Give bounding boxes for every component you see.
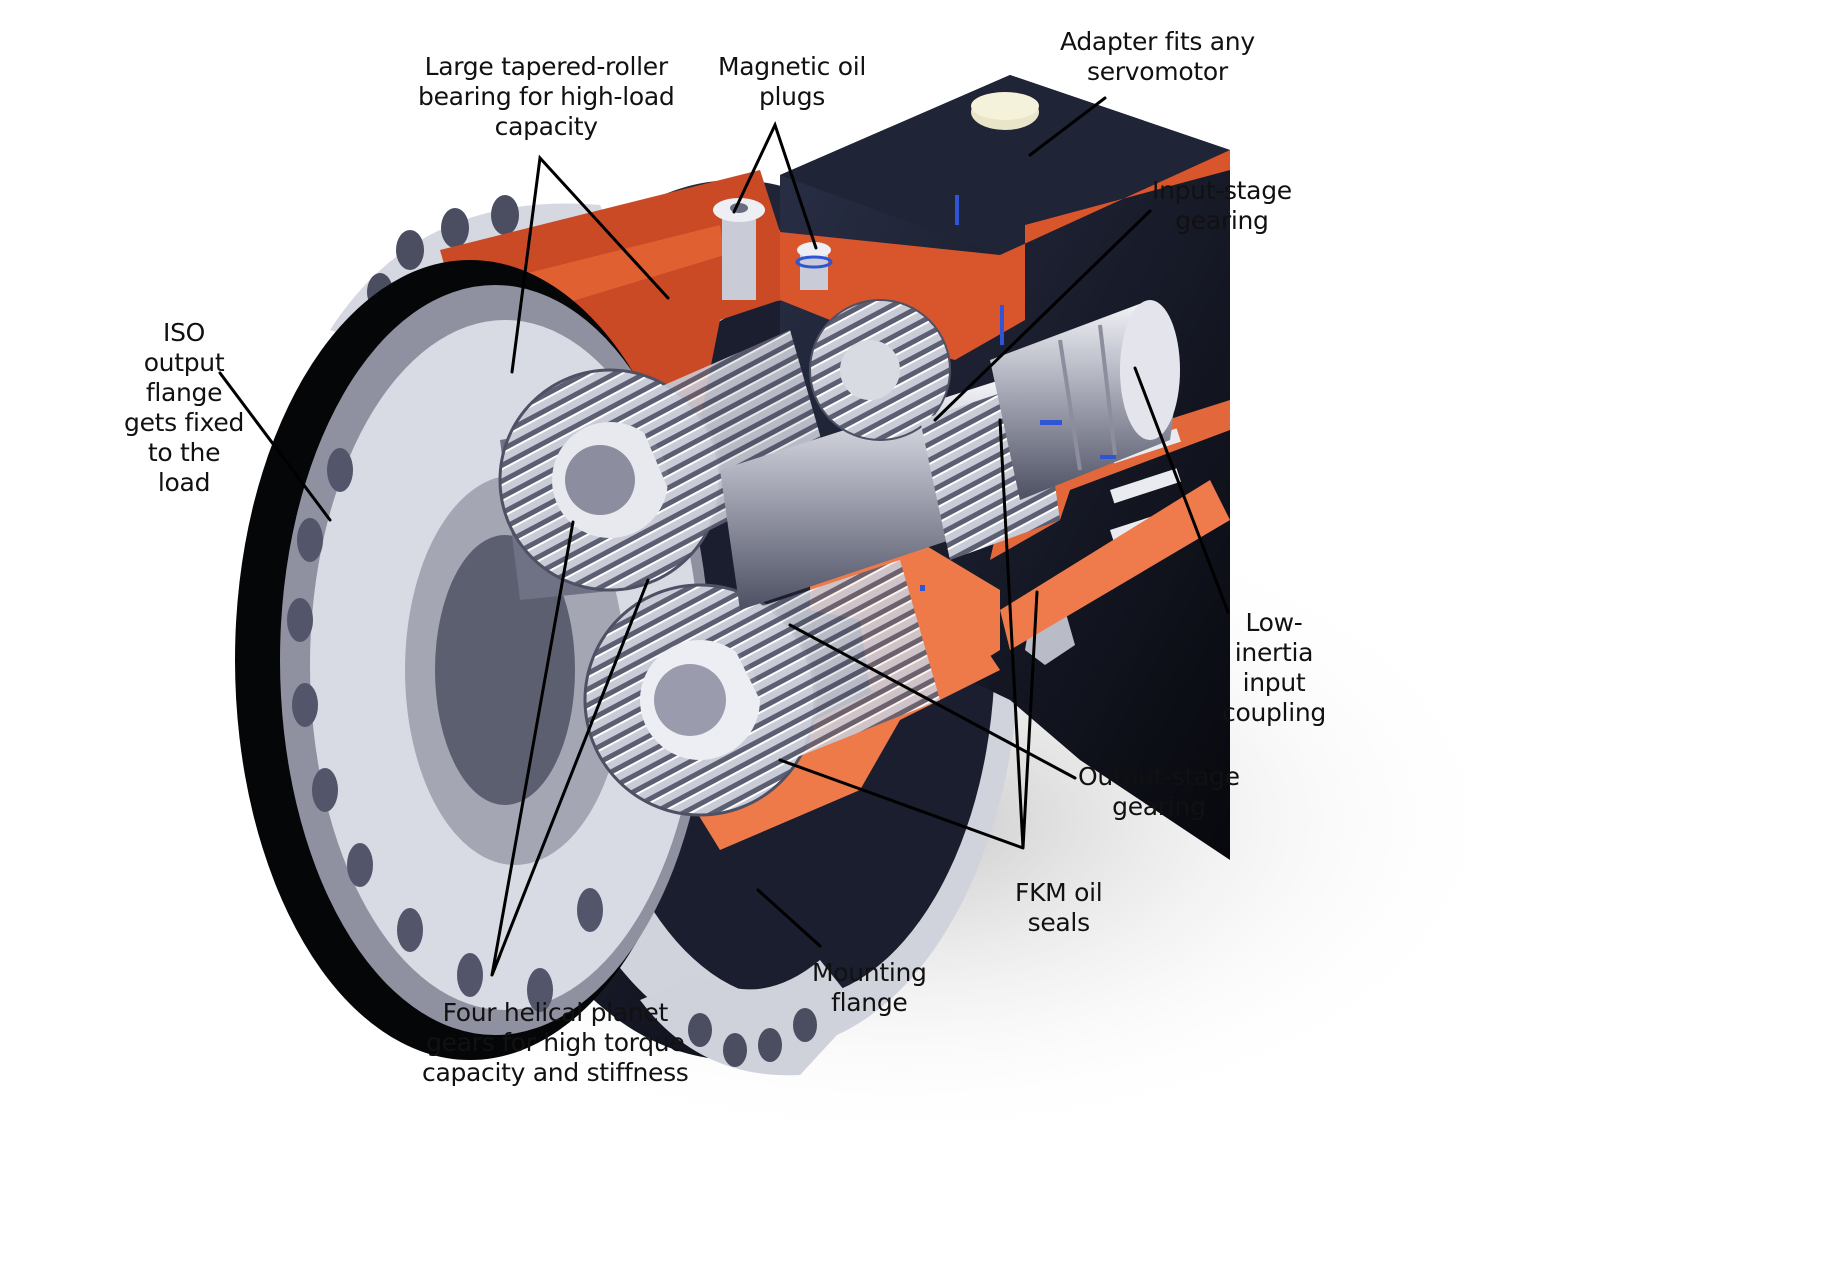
label-adapter: Adapter fits any servomotor <box>1060 27 1255 86</box>
label-iso-output-flange: ISO output flange gets fixed to the load <box>124 318 245 497</box>
label-input-coupling: Low- inertia input coupling <box>1222 608 1326 727</box>
input-coupling <box>990 300 1180 500</box>
leader-oil-plugs <box>732 120 818 250</box>
leader-mounting-flange <box>756 888 822 948</box>
leader-oil-seals <box>778 418 1039 850</box>
label-planet-gears: Four helical planet gears for high torqu… <box>422 998 689 1087</box>
leader-iso-flange <box>218 371 332 522</box>
label-output-stage-gearing: Output-stage gearing <box>1078 762 1240 821</box>
label-tapered-roller-bearing: Large tapered-roller bearing for high-lo… <box>418 52 675 141</box>
leader-planet-gears <box>490 520 650 977</box>
leader-adapter <box>1028 96 1107 157</box>
leader-input-stage <box>933 209 1152 422</box>
flange-bolt-holes-bottom <box>640 960 860 1076</box>
leader-input-coupling <box>1133 366 1230 614</box>
magnetic-oil-plugs <box>713 198 833 300</box>
label-magnetic-oil-plugs: Magnetic oil plugs <box>718 52 867 111</box>
label-fkm-oil-seals: FKM oil seals <box>1015 878 1103 937</box>
planet-gears <box>498 330 940 817</box>
label-mounting-flange: Mounting flange <box>812 958 927 1017</box>
leader-lines <box>218 96 1230 977</box>
fkm-oil-seals <box>920 195 1116 591</box>
leader-tapered-bearing <box>510 154 670 374</box>
label-input-stage-gearing: Input-stage gearing <box>1152 176 1292 235</box>
output-flange-bolt-holes <box>287 448 603 1012</box>
